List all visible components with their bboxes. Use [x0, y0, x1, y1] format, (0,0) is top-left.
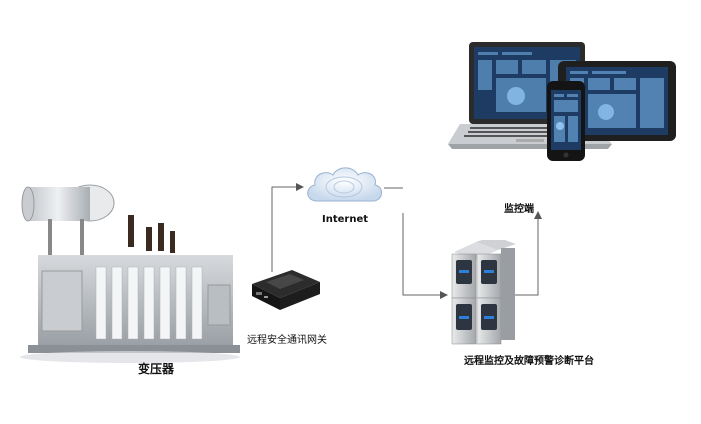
internet-cloud-icon	[307, 167, 382, 202]
transformer-icon	[20, 184, 240, 363]
edge-gateway-internet	[271, 183, 304, 272]
gateway-label: 远程安全通讯网关	[247, 335, 327, 346]
platform-label: 远程监控及故障预警诊断平台	[464, 356, 594, 367]
phone-icon	[547, 81, 585, 161]
edge-wall-platform	[402, 213, 448, 299]
server-rack-icon	[451, 240, 516, 345]
transformer-label: 变压器	[138, 362, 175, 376]
monitor-devices	[448, 42, 676, 161]
monitor-label: 监控端	[504, 204, 534, 215]
edge-platform-monitor	[515, 211, 542, 296]
gateway-device-icon	[252, 270, 320, 310]
internet-label: Internet	[322, 214, 369, 225]
